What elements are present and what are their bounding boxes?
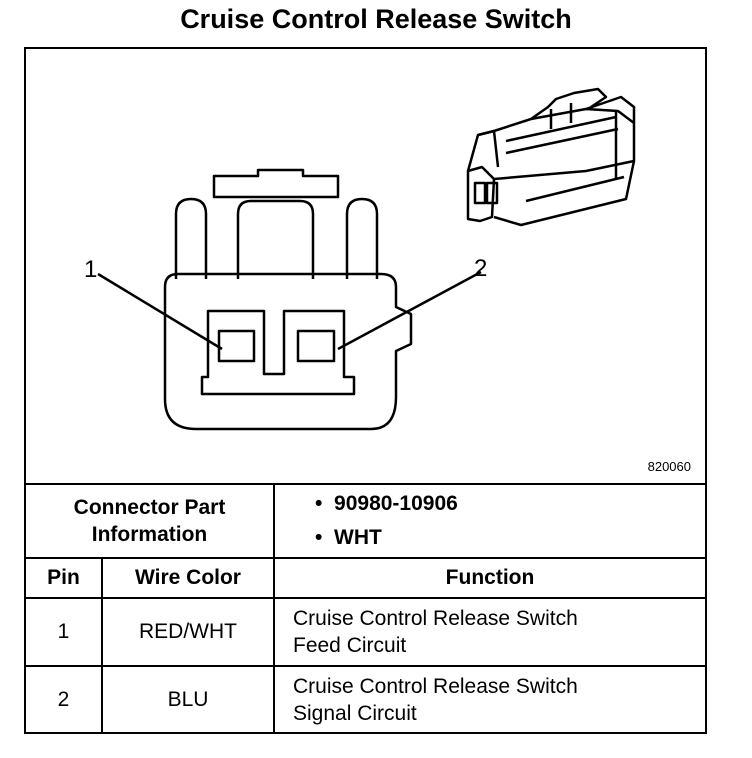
connector-diagram: 1 2	[84, 87, 636, 431]
connector-3d-illustration	[466, 87, 636, 227]
function-cell: Cruise Control Release Switch Feed Circu…	[273, 597, 705, 667]
pin-1-callout: 1	[84, 256, 97, 283]
pin-2-callout: 2	[474, 255, 487, 282]
connector-face-illustration	[163, 168, 413, 431]
table-row: 2 BLU Cruise Control Release Switch Sign…	[26, 665, 705, 733]
connector-part-values: • 90980-10906 • WHT	[273, 483, 705, 559]
wire-color-cell: BLU	[101, 665, 275, 733]
wire-color-cell: RED/WHT	[101, 597, 275, 667]
connector-info-table: Connector Part Information • 90980-10906…	[26, 483, 705, 733]
figure-number: 820060	[647, 459, 691, 474]
pin-cell: 2	[26, 665, 103, 733]
pin-cell: 1	[26, 597, 103, 667]
color-item: • WHT	[315, 526, 382, 549]
connector-part-row: Connector Part Information • 90980-10906…	[26, 483, 705, 559]
connector-part-label: Connector Part Information	[26, 483, 275, 559]
header-pin: Pin	[26, 557, 103, 599]
table-header-row: Pin Wire Color Function	[26, 557, 705, 599]
table-row: 1 RED/WHT Cruise Control Release Switch …	[26, 597, 705, 667]
function-cell: Cruise Control Release Switch Signal Cir…	[273, 665, 705, 733]
header-wire-color: Wire Color	[101, 557, 275, 599]
header-function: Function	[273, 557, 705, 599]
part-number-item: • 90980-10906	[315, 492, 458, 515]
connector-frame: 1 2 820060 Connector Part Information • …	[24, 47, 707, 734]
page-title: Cruise Control Release Switch	[180, 4, 572, 34]
